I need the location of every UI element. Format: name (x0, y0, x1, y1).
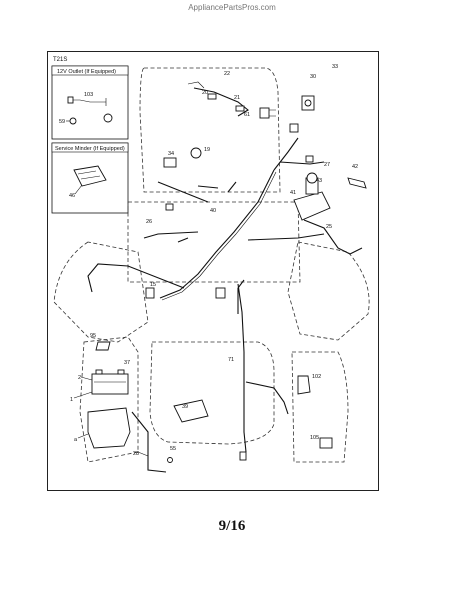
main-harness (159, 169, 275, 299)
light-19 (190, 147, 202, 159)
solenoid-assembly (293, 172, 331, 221)
callout-26: 26 (146, 219, 152, 225)
plug-30 (289, 123, 299, 133)
harness-branch-mid (143, 231, 199, 243)
callout-2: 2 (78, 375, 81, 381)
switch-102 (297, 375, 311, 395)
connector-lower (239, 451, 247, 461)
callout-25: 25 (326, 224, 332, 230)
callout-33: 33 (332, 64, 338, 70)
harness-right-lower (245, 381, 289, 415)
callout-105: 105 (310, 435, 319, 441)
callout-95: 95 (90, 333, 96, 339)
callout-1: 1 (70, 397, 73, 403)
callout-41: 41 (290, 190, 296, 196)
switch-105 (319, 437, 333, 449)
harness-bottom-left (131, 411, 167, 473)
harness-branch-right (247, 233, 325, 241)
wiring-diagram: T21S 12V Outlet (If Equipped) Service Mi… (51, 57, 370, 473)
callout-34: 34 (168, 151, 174, 157)
connector-pto (215, 287, 226, 299)
connector-27 (305, 155, 314, 163)
diagram-id: T21S (53, 57, 67, 63)
callout-43: 43 (316, 178, 322, 184)
harness-branch-left (157, 181, 237, 203)
harness-branch-down (237, 283, 247, 453)
callout-103: 103 (84, 92, 93, 98)
outlet-cap (69, 117, 77, 125)
harness-left-loop (87, 263, 185, 293)
callout-20: 20 (202, 90, 208, 96)
dash-outline (127, 201, 301, 283)
callout-28: 28 (133, 451, 139, 457)
battery (91, 369, 129, 395)
outlet-socket (103, 113, 113, 123)
inset-outlet-box (51, 65, 129, 140)
battery-cable-95 (95, 341, 111, 351)
inset-outlet-title-bar (51, 65, 129, 76)
left-fender-outline (53, 241, 149, 343)
switch-15 (145, 287, 155, 299)
callout-19: 19 (204, 147, 210, 153)
callout-59: 59 (59, 119, 65, 125)
callout-71: 71 (228, 357, 234, 363)
diagram-frame: T21S 12V Outlet (If Equipped) Service Mi… (47, 51, 379, 491)
fastener-55 (167, 457, 173, 463)
callout-102: 102 (312, 374, 321, 380)
callout-55: 55 (170, 446, 176, 452)
clip-26 (165, 203, 174, 211)
relay-61 (259, 107, 270, 119)
module-39 (173, 399, 209, 423)
inset-outlet-title: 12V Outlet (If Equipped) (57, 69, 116, 75)
seat-pan-outline (149, 341, 275, 445)
callout-42: 42 (352, 164, 358, 170)
harness-branch-top (273, 137, 325, 171)
inset-service-title-bar (51, 142, 129, 153)
service-minder-module (73, 165, 107, 187)
site-watermark: AppliancePartsPros.com (188, 3, 276, 12)
rear-right-outline (291, 351, 349, 463)
rear-left-outline (79, 336, 139, 463)
callout-22: 22 (224, 71, 230, 77)
fuse-42 (347, 177, 367, 189)
inset-service-title: Service Minder (If Equipped) (55, 146, 125, 152)
callout-61: 61 (244, 112, 250, 118)
outlet-connector (67, 96, 74, 104)
callout-a: a (74, 437, 78, 443)
seat-switch-wire (237, 279, 245, 314)
callout-27: 27 (324, 162, 330, 168)
headlight-assembly (187, 81, 249, 117)
callout-37: 37 (124, 360, 130, 366)
outlet-harness (70, 98, 107, 106)
harness-right-cable (303, 219, 363, 255)
callout-46: 46 (69, 193, 75, 199)
callout-30: 30 (310, 74, 316, 80)
right-fender-outline (287, 241, 370, 341)
hood-outline (139, 67, 281, 193)
battery-tray (87, 407, 131, 449)
switch-34 (163, 157, 177, 168)
callout-15: 15 (150, 282, 156, 288)
callout-21: 21 (234, 95, 240, 101)
callout-39: 39 (182, 404, 188, 410)
callout-40: 40 (210, 208, 216, 214)
page-number: 9/16 (218, 518, 246, 534)
